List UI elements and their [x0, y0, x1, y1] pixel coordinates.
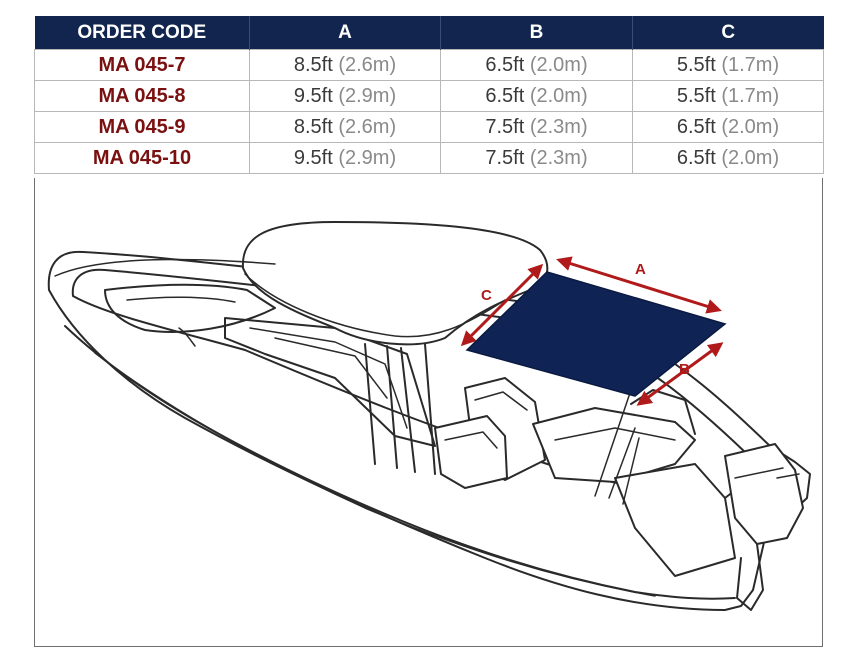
arrow-b: [636, 342, 724, 406]
feet-value: 6.5ft: [485, 84, 525, 107]
table-row: MA 045-7 8.5ft (2.6m) 6.5ft (2.0m) 5.5ft…: [34, 49, 824, 81]
boat-outline-icon: [47, 221, 811, 611]
label-c: C: [481, 287, 492, 304]
dimension-b: 7.5ft (2.3m): [440, 142, 633, 174]
table-row: MA 045-10 9.5ft (2.9m) 7.5ft (2.3m) 6.5f…: [34, 142, 824, 174]
boat-diagram: A B C: [47, 221, 811, 611]
dimension-b: 6.5ft (2.0m): [440, 49, 633, 81]
header-c: C: [632, 16, 824, 50]
dimension-c: 6.5ft (2.0m): [632, 142, 824, 174]
meter-value: (2.0m): [529, 84, 588, 107]
header-b: B: [440, 16, 633, 50]
table-row: MA 045-9 8.5ft (2.6m) 7.5ft (2.3m) 6.5ft…: [34, 111, 824, 143]
meter-value: (2.0m): [721, 146, 780, 169]
feet-value: 8.5ft: [293, 115, 333, 138]
label-b: B: [679, 361, 690, 378]
feet-value: 8.5ft: [293, 53, 333, 76]
dimension-a: 9.5ft (2.9m): [249, 80, 441, 112]
arrow-a: [556, 256, 722, 314]
feet-value: 9.5ft: [293, 84, 333, 107]
dimension-c: 5.5ft (1.7m): [632, 49, 824, 81]
dimension-arrows: [460, 256, 724, 406]
table-row: MA 045-8 9.5ft (2.9m) 6.5ft (2.0m) 5.5ft…: [34, 80, 824, 112]
feet-value: 9.5ft: [293, 146, 333, 169]
dimension-b: 7.5ft (2.3m): [440, 111, 633, 143]
order-code: MA 045-10: [34, 142, 250, 174]
dimension-a: 8.5ft (2.6m): [249, 49, 441, 81]
dimension-b: 6.5ft (2.0m): [440, 80, 633, 112]
dimension-c: 6.5ft (2.0m): [632, 111, 824, 143]
header-a: A: [249, 16, 441, 50]
header-order-code: ORDER CODE: [34, 16, 250, 50]
meter-value: (2.9m): [338, 146, 397, 169]
meter-value: (2.6m): [338, 115, 397, 138]
meter-value: (2.3m): [529, 146, 588, 169]
dimension-c: 5.5ft (1.7m): [632, 80, 824, 112]
meter-value: (2.0m): [721, 115, 780, 138]
meter-value: (2.0m): [529, 53, 588, 76]
table-header-row: ORDER CODE A B C: [34, 16, 824, 50]
feet-value: 6.5ft: [676, 146, 716, 169]
dimension-a: 8.5ft (2.6m): [249, 111, 441, 143]
feet-value: 5.5ft: [676, 53, 716, 76]
feet-value: 7.5ft: [485, 146, 525, 169]
boat-diagram-panel: A B C: [34, 178, 823, 647]
feet-value: 7.5ft: [485, 115, 525, 138]
meter-value: (2.3m): [529, 115, 588, 138]
size-table: ORDER CODE A B C MA 045-7 8.5ft (2.6m) 6…: [34, 16, 824, 174]
meter-value: (1.7m): [721, 84, 780, 107]
label-a: A: [635, 261, 646, 278]
feet-value: 6.5ft: [485, 53, 525, 76]
arrow-c: [460, 263, 544, 347]
feet-value: 6.5ft: [676, 115, 716, 138]
order-code: MA 045-8: [34, 80, 250, 112]
order-code: MA 045-9: [34, 111, 250, 143]
order-code: MA 045-7: [34, 49, 250, 81]
meter-value: (2.6m): [338, 53, 397, 76]
meter-value: (1.7m): [721, 53, 780, 76]
dimension-a: 9.5ft (2.9m): [249, 142, 441, 174]
meter-value: (2.9m): [338, 84, 397, 107]
product-sheet: ORDER CODE A B C MA 045-7 8.5ft (2.6m) 6…: [34, 16, 824, 648]
feet-value: 5.5ft: [676, 84, 716, 107]
